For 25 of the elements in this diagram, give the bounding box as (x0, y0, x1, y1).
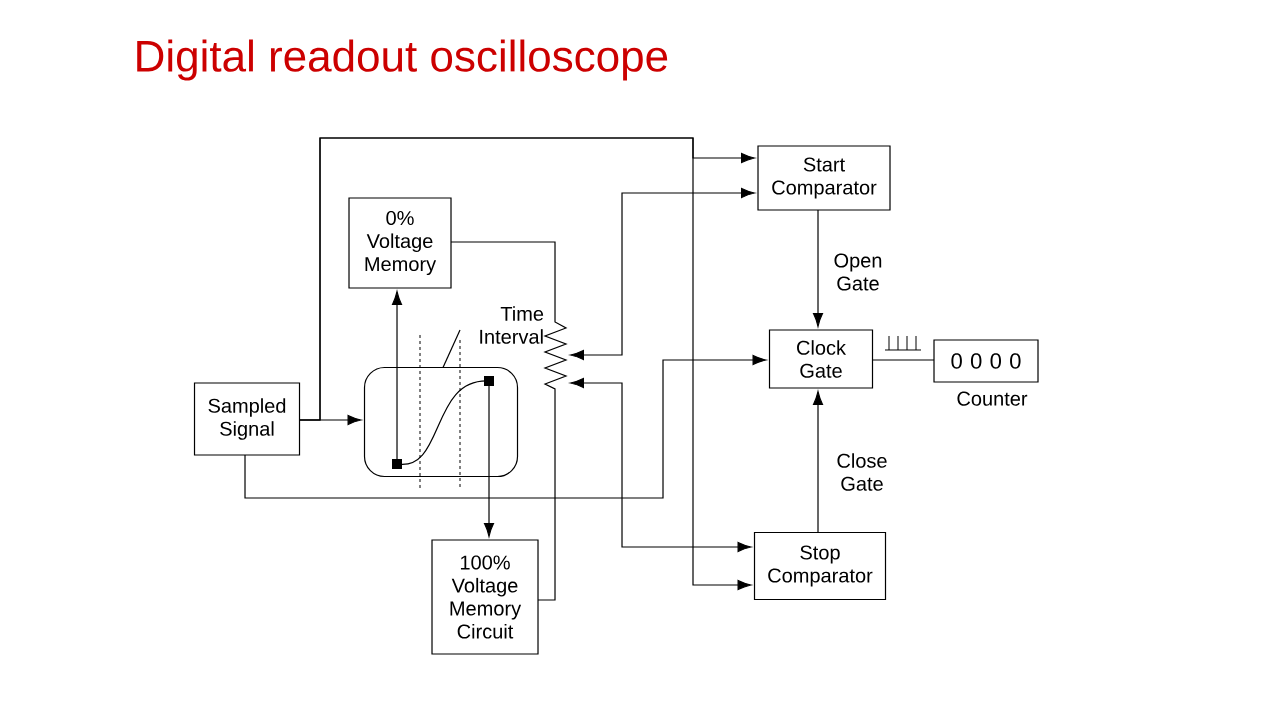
connector-arrow (812, 391, 824, 534)
block-box: Sampled Signal (193, 382, 301, 456)
connector-arrow (244, 354, 767, 499)
connector-arrow (483, 475, 495, 537)
edge-label: Open Gate (834, 253, 882, 291)
connector-arrow (298, 137, 752, 591)
caption-text: Counter (957, 391, 1028, 406)
slide-title: Digital readout oscilloscope (137, 39, 668, 81)
edge-label: Close Gate (837, 453, 887, 491)
block-box: Start Comparator (757, 145, 891, 211)
block-box: 0 0 0 0 (933, 339, 1039, 383)
connector-line (537, 394, 556, 601)
connector-line (450, 241, 556, 316)
connector-arrow (391, 291, 403, 369)
connector-arrow (570, 187, 755, 361)
connector-arrow (812, 209, 824, 327)
connector-line (871, 359, 935, 361)
block-box: Stop Comparator (753, 531, 887, 601)
potentiometer-symbol (543, 314, 568, 396)
connector-arrow (570, 377, 752, 553)
block-box: Clock Gate (768, 329, 874, 389)
block-box: 0% Voltage Memory (348, 197, 452, 289)
leader-line (442, 329, 461, 369)
block-box: 100% Voltage Memory Circuit (431, 539, 539, 655)
annotation-text: Time Interval (480, 306, 544, 344)
